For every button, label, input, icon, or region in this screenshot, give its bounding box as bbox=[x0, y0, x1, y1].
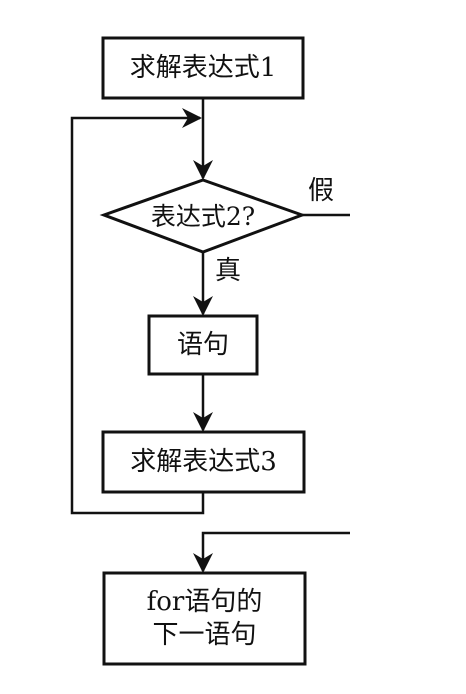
expr1-label: 求解表达式1 bbox=[129, 53, 277, 83]
statement-label: 语句 bbox=[176, 330, 229, 360]
false-label: 假 bbox=[308, 176, 335, 206]
true-label: 真 bbox=[215, 256, 242, 286]
next-statement-label: for语句的 下一语句 bbox=[104, 573, 305, 664]
next-statement-box bbox=[102, 571, 307, 666]
condition-label: 表达式2? bbox=[150, 201, 256, 231]
expr3-box bbox=[101, 430, 306, 494]
exit-arrow bbox=[193, 531, 350, 573]
loop-back-line bbox=[70, 108, 205, 515]
next-statement-line1: for语句的 bbox=[146, 587, 263, 617]
expr3-label: 求解表达式3 bbox=[130, 447, 277, 477]
expr1-box bbox=[101, 36, 305, 100]
next-statement-line2: 下一语句 bbox=[152, 619, 257, 650]
statement-box bbox=[147, 314, 259, 376]
